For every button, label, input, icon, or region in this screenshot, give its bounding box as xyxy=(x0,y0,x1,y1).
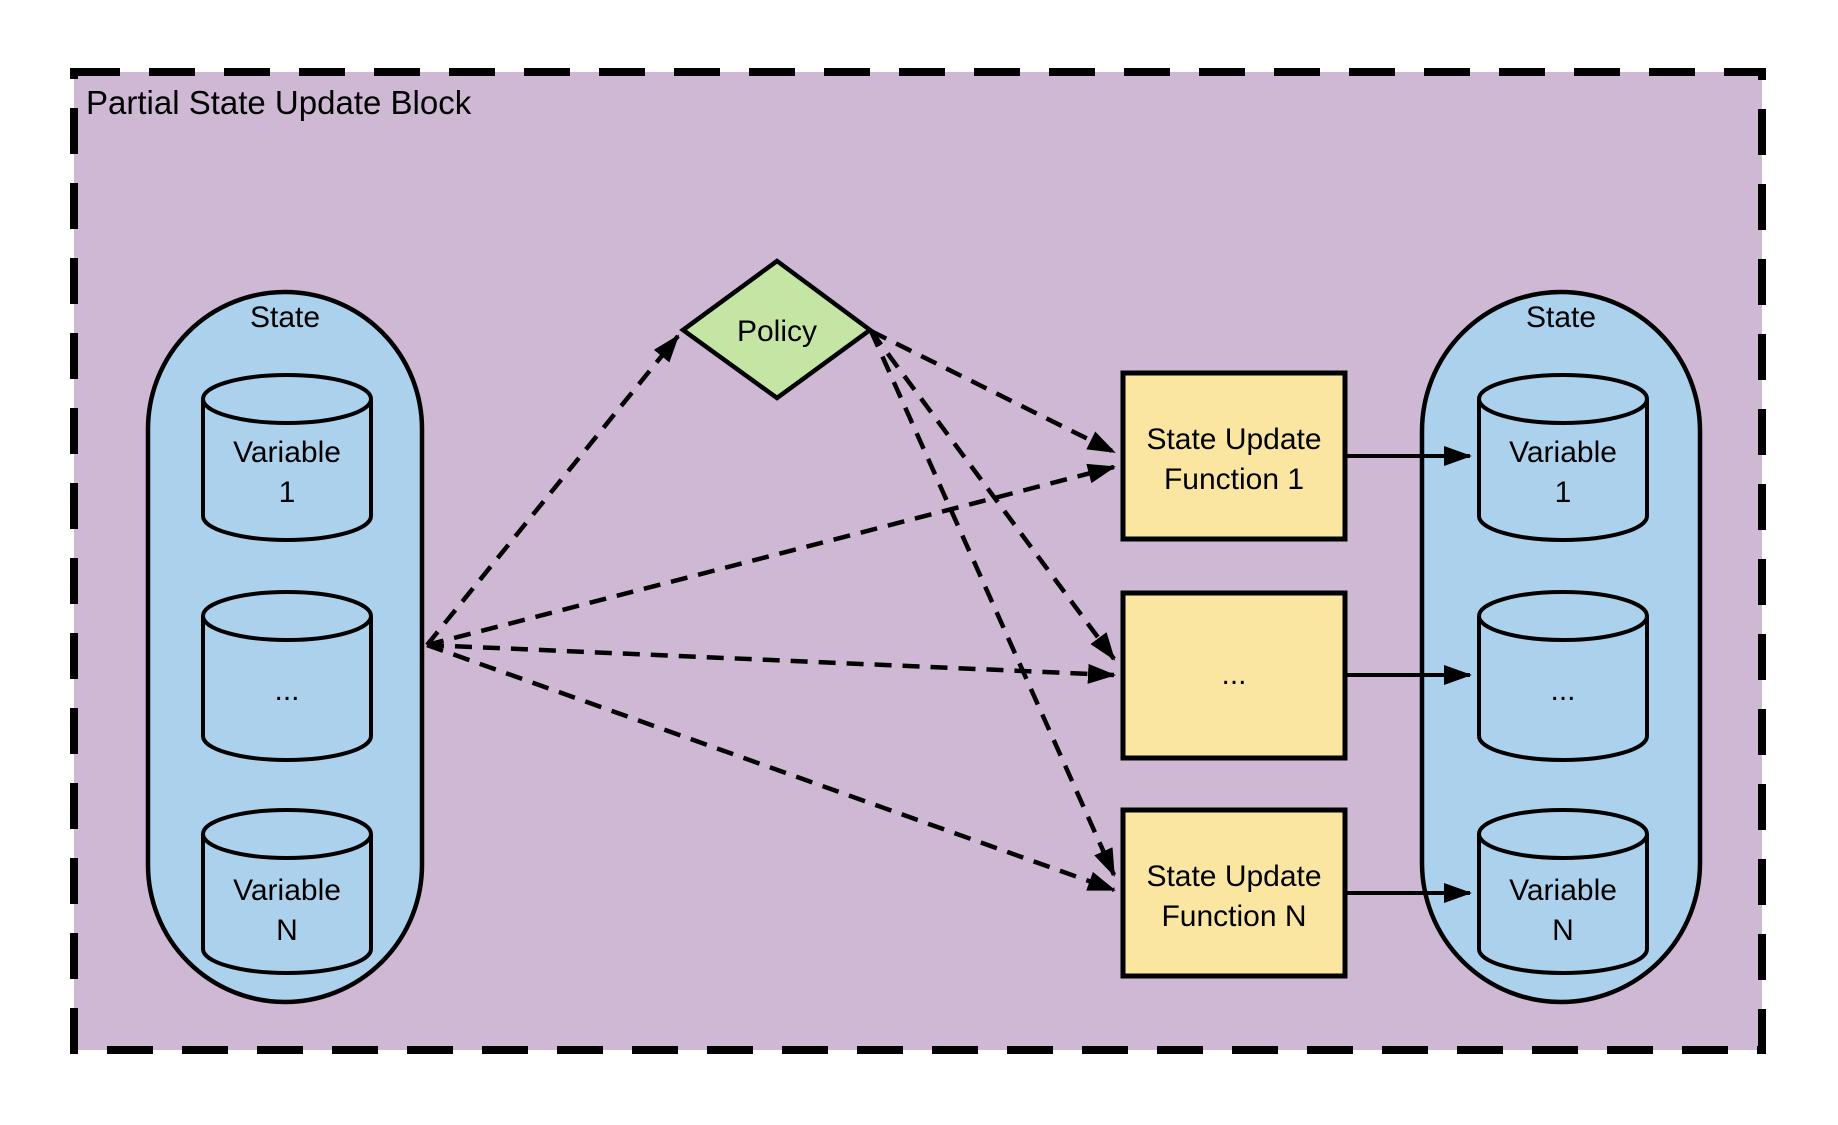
left-variable-n-label-line2: N xyxy=(276,914,298,947)
edge-left-state-to-function-n xyxy=(426,642,1116,893)
left-variable-n-body xyxy=(201,834,373,975)
left-variable-n-label-line1: Variable xyxy=(233,874,341,907)
state-update-function-1-label-line1: State Update xyxy=(1146,423,1321,456)
policy-label: Policy xyxy=(737,315,817,348)
right-variable-ellipsis-label: ... xyxy=(1550,674,1575,707)
right-variable-n-top xyxy=(1477,808,1649,860)
right-variable-1-label-line1: Variable xyxy=(1509,436,1617,469)
left-variable-ellipsis-cylinder: ... xyxy=(201,590,373,762)
right-variable-1-label-line2: 1 xyxy=(1555,476,1572,509)
state-update-function-1-box xyxy=(1120,370,1348,542)
edge-policy-to-function-1 xyxy=(869,328,1116,455)
left-variable-1-cylinder: Variable 1 xyxy=(201,373,373,542)
left-variable-1-label-line1: Variable xyxy=(233,436,341,469)
state-update-function-ellipsis-label: ... xyxy=(1221,658,1246,691)
right-state-container: State Variable 1 ... Variable N xyxy=(1419,289,1703,1005)
state-update-function-n-node: State Update Function N xyxy=(1120,807,1348,979)
state-update-function-n-box xyxy=(1120,807,1348,979)
right-variable-1-top xyxy=(1477,373,1649,425)
left-variable-n-cylinder: Variable N xyxy=(201,808,373,975)
state-update-function-n-label-line2: Function N xyxy=(1161,900,1306,933)
left-variable-ellipsis-top xyxy=(201,590,373,642)
state-update-function-1-label-line2: Function 1 xyxy=(1164,463,1304,496)
edge-left-state-to-function-1 xyxy=(426,463,1116,648)
left-variable-1-top xyxy=(201,373,373,425)
edge-policy-to-function-n xyxy=(868,330,1117,877)
left-state-container: State Variable 1 ... Variable N xyxy=(145,289,425,1005)
left-state-label: State xyxy=(250,301,320,334)
state-update-function-1-node: State Update Function 1 xyxy=(1120,370,1348,542)
edge-left-state-to-function-ellipsis xyxy=(426,642,1116,684)
block-title: Partial State Update Block xyxy=(86,84,472,121)
state-update-function-n-label-line1: State Update xyxy=(1146,860,1321,893)
edge-left-state-to-policy xyxy=(425,334,680,647)
right-variable-ellipsis-top xyxy=(1477,590,1649,642)
right-variable-n-label-line2: N xyxy=(1552,914,1574,947)
left-variable-ellipsis-label: ... xyxy=(274,674,299,707)
left-variable-n-top xyxy=(201,808,373,860)
right-variable-ellipsis-cylinder: ... xyxy=(1477,590,1649,762)
left-variable-1-label-line2: 1 xyxy=(279,476,296,509)
state-update-function-ellipsis-box xyxy=(1120,590,1348,761)
right-variable-1-body xyxy=(1477,399,1649,542)
policy-node: Policy xyxy=(679,258,874,401)
edge-policy-to-function-ellipsis xyxy=(869,329,1116,661)
left-variable-1-body xyxy=(201,399,373,542)
right-variable-n-label-line1: Variable xyxy=(1509,874,1617,907)
right-state-label: State xyxy=(1526,301,1596,334)
policy-diamond xyxy=(679,258,874,401)
right-variable-n-body xyxy=(1477,834,1649,975)
right-variable-ellipsis-body xyxy=(1477,616,1649,762)
right-variable-n-cylinder: Variable N xyxy=(1477,808,1649,975)
left-variable-ellipsis-body xyxy=(201,616,373,762)
right-variable-1-cylinder: Variable 1 xyxy=(1477,373,1649,542)
state-update-function-ellipsis-node: ... xyxy=(1120,590,1348,761)
